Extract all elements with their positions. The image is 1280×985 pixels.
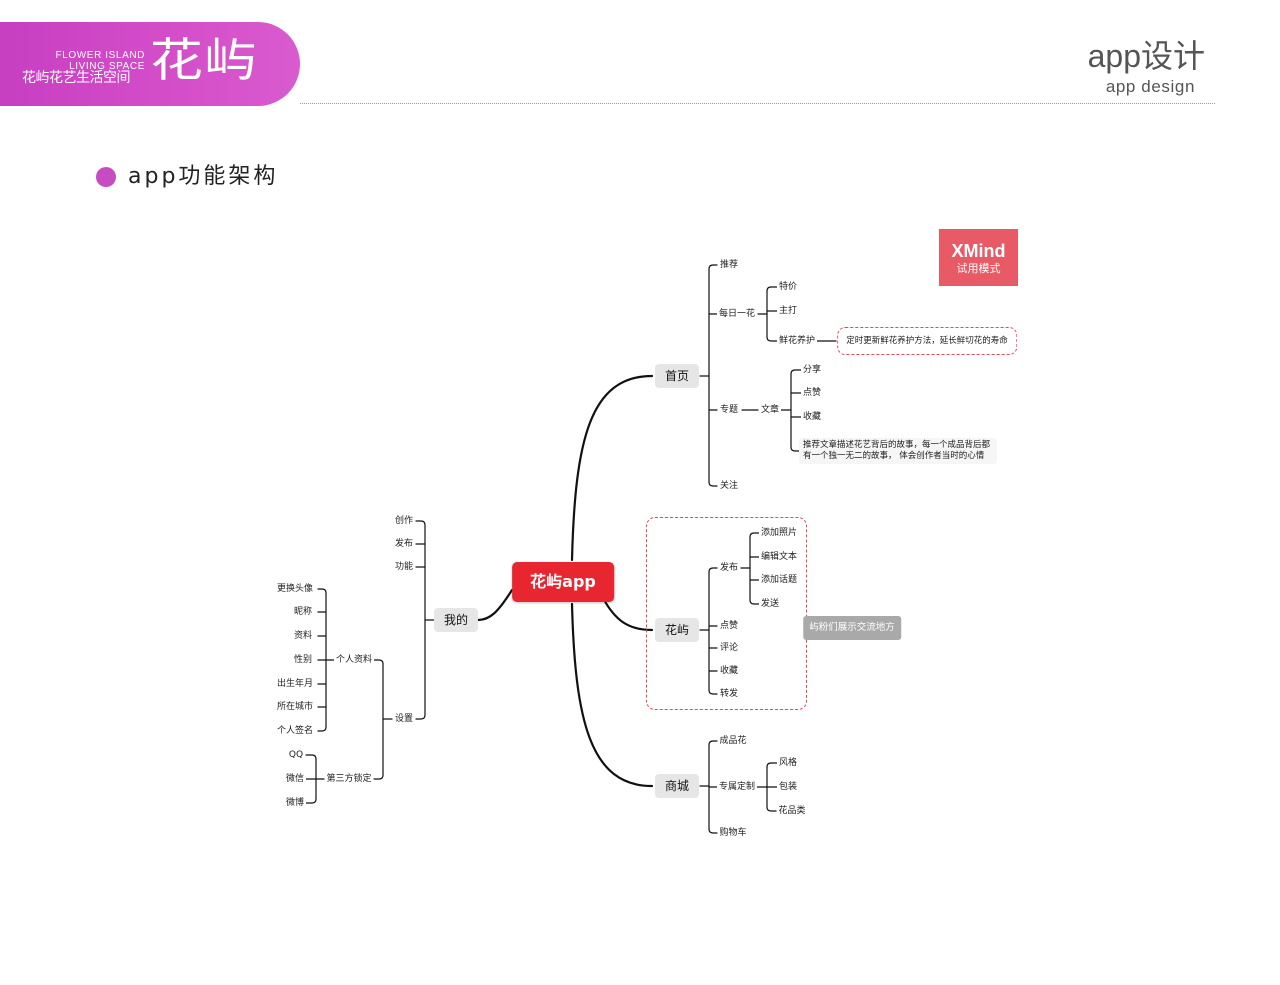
island-highlight-frame [646,517,807,710]
node-island-action: 评论 [717,642,741,654]
note-flower-care: 定时更新鲜花养护方法，延长鲜切花的寿命 [837,327,1017,355]
node-article-child: 点赞 [800,387,824,399]
node-island-publish: 发布 [717,562,741,574]
connector [708,689,718,695]
node-island-action: 点赞 [717,620,741,632]
logo-english: FLOWER ISLAND LIVING SPACE [25,50,145,72]
node-finished-flowers: 成品花 [717,735,749,747]
connector [766,336,778,342]
node-profile-child: 昵称 [291,606,315,618]
node-publish-child: 发送 [758,598,782,610]
connector [749,599,760,605]
node-profile-child: 所在城市 [274,701,316,713]
connector [305,754,317,760]
node-custom-child: 包装 [776,781,800,793]
node-publish-child: 添加话题 [758,574,800,586]
logo-chinese: 花屿花艺生活空间 [22,70,131,86]
section-title: app功能架构 [128,164,279,189]
connector [766,762,778,768]
node-article-child: 分享 [800,364,824,376]
logo-en-line1: FLOWER ISLAND [55,50,145,61]
node-recommend: 推荐 [717,259,741,271]
logo-mark: 花屿 [150,33,259,87]
node-function: 功能 [392,561,416,573]
node-profile-child: 出生年月 [274,678,316,690]
node-third-party-child: QQ [286,749,306,761]
connector [708,264,718,270]
node-publish-child: 添加照片 [758,527,800,539]
note-article: 推荐文章描述花艺背后的故事，每一个成品背后都有一个独一无二的故事， 体会创作者当… [799,438,997,464]
node-mine: 我的 [433,608,479,632]
connector [305,798,317,804]
watermark-brand: XMind [951,241,1006,261]
node-custom-child: 花品类 [776,805,808,817]
node-publish-child: 编辑文本 [758,551,800,563]
node-profile: 个人资料 [333,654,375,666]
node-settings: 设置 [392,713,416,725]
node-home: 首页 [654,364,700,388]
page-title: app设计 [1087,38,1205,74]
node-island-action: 转发 [717,688,741,700]
xmind-watermark: XMind 试用模式 [939,229,1018,286]
node-post: 发布 [392,538,416,550]
root-node: 花屿app [512,562,614,602]
connector [790,446,802,452]
connector [317,588,327,594]
node-third-party: 第三方锁定 [324,773,374,785]
node-article: 文章 [758,404,782,416]
node-island: 花屿 [654,618,700,642]
branch-island [601,596,654,632]
connector [766,286,778,292]
node-profile-child: 个人签名 [274,725,316,737]
node-profile-child: 性别 [291,654,315,666]
branch-home [570,374,654,562]
node-custom: 专属定制 [716,781,758,793]
header-divider [300,103,1215,104]
node-profile-child: 资料 [291,630,315,642]
node-create: 创作 [392,515,416,527]
connector [373,659,384,665]
page-subtitle: app design [1105,77,1195,96]
node-daily-child: 鲜花养护 [776,335,818,347]
node-island-action: 收藏 [717,665,741,677]
node-topic: 专题 [717,404,741,416]
watermark-mode: 试用模式 [956,262,1001,275]
connector [708,567,718,573]
logo-en-line2: LIVING SPACE [69,61,145,72]
header-band [0,22,300,106]
branch-mall [570,602,654,788]
connector [415,520,426,526]
node-cart: 购物车 [717,827,749,839]
node-daily-child: 特价 [776,281,800,293]
section-bullet [96,167,116,187]
node-custom-child: 风格 [776,757,800,769]
node-third-party-child: 微信 [283,773,307,785]
note-island: 屿粉们展示交流地方 [803,616,901,640]
connector [373,774,384,780]
node-follow: 关注 [717,480,741,492]
branch-mine [476,588,514,622]
node-mall: 商城 [654,774,700,798]
node-article-child: 收藏 [800,411,824,423]
connector [708,481,718,487]
connector [766,806,778,812]
node-daily-flower: 每日一花 [716,308,758,320]
connector [317,726,327,732]
connector [708,740,718,746]
node-third-party-child: 微博 [283,797,307,809]
node-daily-child: 主打 [776,305,800,317]
connector [790,369,802,375]
connector [749,532,760,538]
connector [708,828,718,834]
connector [415,714,426,720]
node-profile-child: 更换头像 [274,583,316,595]
